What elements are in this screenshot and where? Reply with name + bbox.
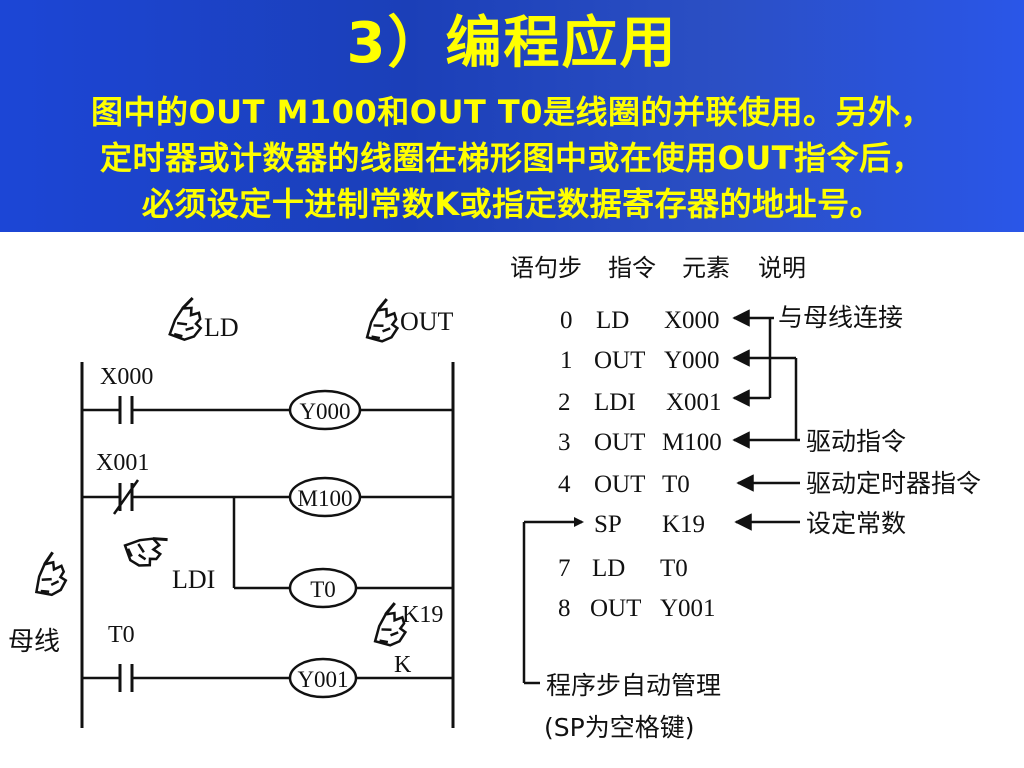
description-line-3: 必须设定十进制常数K或指定数据寄存器的地址号。 bbox=[141, 185, 883, 223]
svg-text:SP: SP bbox=[594, 511, 622, 538]
svg-text:7: 7 bbox=[558, 555, 571, 582]
ladder-diagram: X000 Y000 X001 M100 T0 bbox=[8, 296, 455, 728]
description-line-2: 定时器或计数器的线圈在梯形图中或在使用OUT指令后， bbox=[99, 139, 925, 177]
coil-m100-label: M100 bbox=[298, 486, 353, 511]
svg-text:0: 0 bbox=[560, 307, 573, 334]
rung-1: X000 Y000 bbox=[82, 364, 453, 431]
contact-t0-label: T0 bbox=[108, 622, 135, 648]
coil-y001-label: Y001 bbox=[297, 667, 348, 692]
program-table: 语句步 指令 元素 说明 0 LD X000 1 OUT Y000 2 LDI … bbox=[510, 254, 981, 742]
note-drive-instruction: 驱动指令 bbox=[806, 427, 906, 456]
pointing-hand-icon bbox=[354, 297, 408, 351]
table-row: 3 OUT M100 bbox=[558, 429, 722, 456]
note-auto-manage-1: 程序步自动管理 bbox=[546, 671, 721, 700]
callout-out: OUT bbox=[400, 307, 454, 336]
contact-x000-label: X000 bbox=[100, 364, 153, 390]
svg-text:8: 8 bbox=[558, 595, 571, 622]
table-row: 1 OUT Y000 bbox=[560, 347, 720, 374]
svg-text:OUT: OUT bbox=[594, 429, 645, 456]
pointing-hand-icon bbox=[118, 525, 170, 574]
svg-text:M100: M100 bbox=[662, 429, 722, 456]
svg-text:LD: LD bbox=[596, 307, 629, 334]
page-title: 3）编程应用 bbox=[346, 11, 678, 76]
svg-text:X001: X001 bbox=[666, 389, 722, 416]
callout-k: K bbox=[394, 652, 412, 678]
svg-text:X000: X000 bbox=[664, 307, 720, 334]
svg-text:Y000: Y000 bbox=[664, 347, 720, 374]
description-line-1: 图中的OUT M100和OUT T0是线圈的并联使用。另外， bbox=[90, 93, 934, 131]
table-row: 4 OUT T0 bbox=[558, 471, 690, 498]
svg-text:OUT: OUT bbox=[594, 347, 645, 374]
callout-ldi: LDI bbox=[172, 565, 215, 594]
svg-text:T0: T0 bbox=[662, 471, 690, 498]
note-auto-manage-2: (SP为空格键) bbox=[544, 713, 694, 742]
svg-text:2: 2 bbox=[558, 389, 571, 416]
svg-text:LD: LD bbox=[592, 555, 625, 582]
svg-text:OUT: OUT bbox=[590, 595, 641, 622]
note-drive-timer: 驱动定时器指令 bbox=[806, 469, 981, 498]
table-row: 7 LD T0 bbox=[558, 555, 688, 582]
pointing-hand-icon bbox=[22, 550, 76, 605]
ladder-diagram-and-program: X000 Y000 X001 M100 T0 bbox=[8, 254, 981, 742]
table-row: SP K19 bbox=[594, 511, 705, 538]
rung-3: T0 Y001 bbox=[82, 622, 453, 699]
svg-text:3: 3 bbox=[558, 429, 571, 456]
coil-t0-label: T0 bbox=[310, 577, 336, 602]
table-row: 8 OUT Y001 bbox=[558, 595, 716, 622]
note-set-constant: 设定常数 bbox=[806, 509, 906, 538]
header-banner: 3）编程应用 图中的OUT M100和OUT T0是线圈的并联使用。另外， 定时… bbox=[0, 0, 1024, 232]
svg-text:4: 4 bbox=[558, 471, 571, 498]
svg-text:1: 1 bbox=[560, 347, 573, 374]
header-element: 元素 bbox=[682, 254, 730, 282]
header-step: 语句步 bbox=[510, 254, 582, 282]
header-instruction: 指令 bbox=[608, 254, 656, 282]
svg-text:T0: T0 bbox=[660, 555, 688, 582]
coil-y000-label: Y000 bbox=[299, 399, 350, 424]
svg-text:Y001: Y001 bbox=[660, 595, 716, 622]
annotation-arrows bbox=[522, 309, 800, 685]
callout-k19: K19 bbox=[402, 602, 443, 628]
callout-ld: LD bbox=[204, 313, 239, 342]
svg-text:OUT: OUT bbox=[594, 471, 645, 498]
table-row: 0 LD X000 bbox=[560, 307, 720, 334]
note-connect-bus: 与母线连接 bbox=[778, 303, 903, 332]
pointing-hand-icon bbox=[158, 296, 212, 348]
svg-text:LDI: LDI bbox=[594, 389, 636, 416]
contact-x001-label: X001 bbox=[96, 450, 149, 476]
busbar-label: 母线 bbox=[8, 627, 60, 657]
svg-text:K19: K19 bbox=[662, 511, 705, 538]
header-note: 说明 bbox=[758, 254, 806, 282]
table-row: 2 LDI X001 bbox=[558, 389, 722, 416]
rung-2: X001 M100 T0 bbox=[82, 450, 453, 609]
